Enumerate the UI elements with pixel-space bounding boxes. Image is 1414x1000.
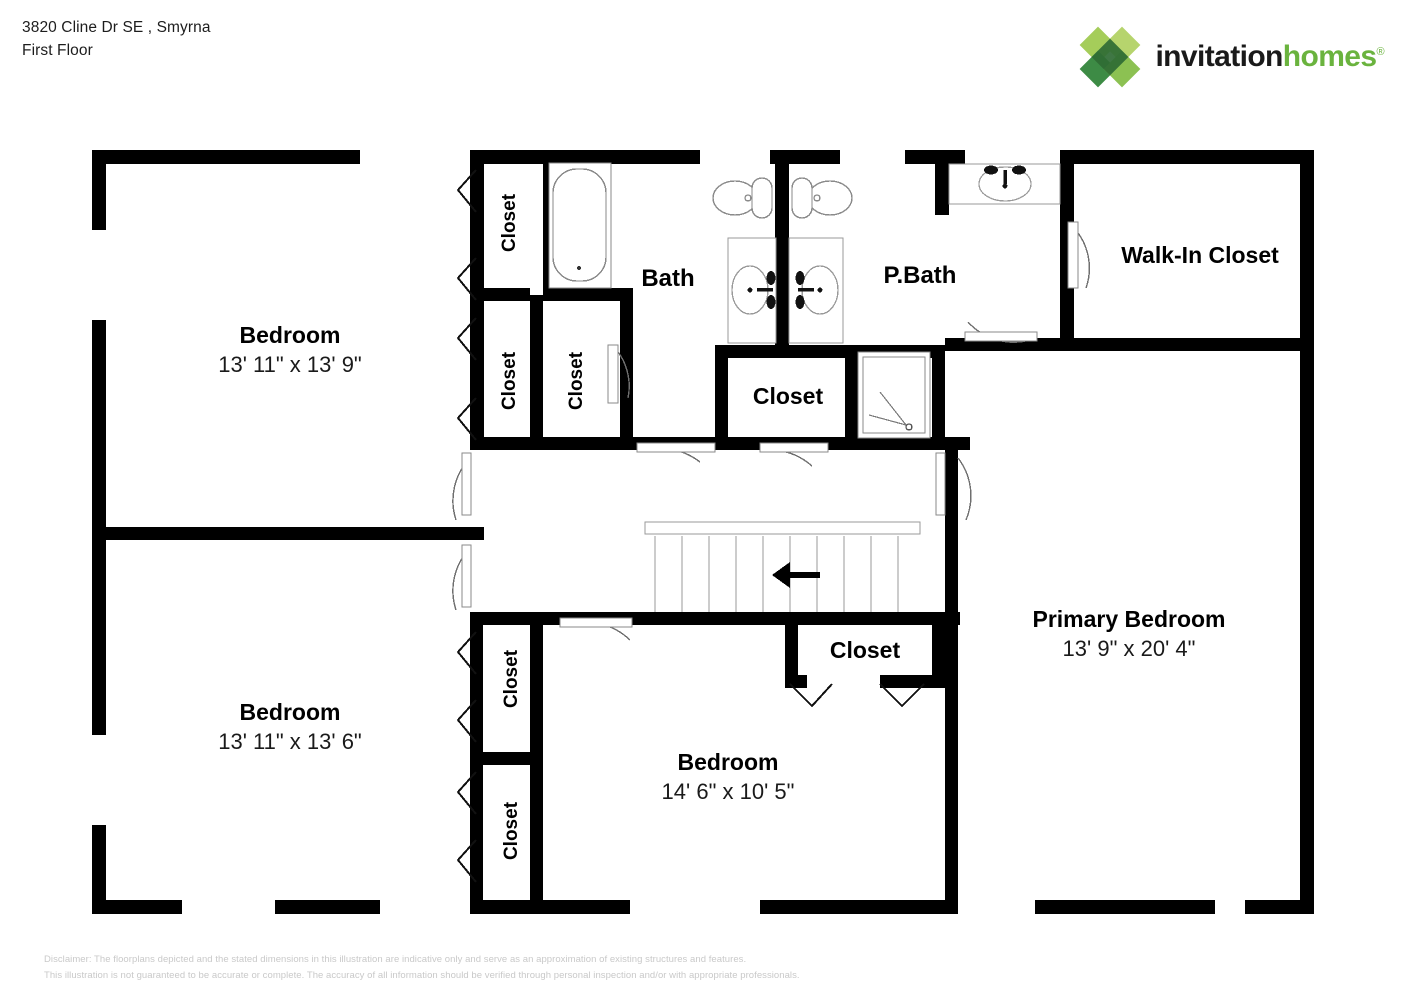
toilet-icon [712, 177, 773, 219]
toilet-icon [791, 177, 853, 219]
address-block: 3820 Cline Dr SE , Smyrna First Floor [22, 18, 211, 61]
brand-logo: invitationhomes® [1079, 26, 1385, 88]
brand-word-homes: homes [1282, 40, 1377, 73]
disclaimer-block: Disclaimer: The floorplans depicted and … [44, 952, 1144, 984]
property-address: 3820 Cline Dr SE , Smyrna [22, 19, 211, 36]
door-swings [452, 169, 1091, 883]
shower-stall-icon [857, 351, 931, 439]
bifold-door-icon [456, 169, 477, 883]
room-label-closet-bed2-b: Closet [501, 801, 522, 861]
disclaimer-line-2: This illustration is not guaranteed to b… [44, 970, 800, 981]
trademark-symbol: ® [1376, 46, 1384, 58]
room-label-walk-in-closet: Walk-In Closet [1121, 242, 1279, 268]
bathtub-icon [548, 162, 612, 289]
brand-wordmark: invitationhomes® [1155, 42, 1384, 72]
room-label-closet-bed1-b: Closet [499, 351, 520, 411]
page-header: 3820 Cline Dr SE , Smyrna First Floor in… [0, 0, 1414, 110]
room-label-primary-bedroom: Primary Bedroom 13' 9" x 20' 4" [1032, 606, 1226, 661]
room-label-closet-hall-lower: Closet [829, 637, 901, 663]
room-label-closet-bath: Closet [752, 383, 824, 409]
room-label-bath: Bath [641, 265, 695, 292]
interior-walls [92, 150, 1314, 914]
brand-word-invitation: invitation [1155, 40, 1283, 73]
room-label-bedroom-2: Bedroom 13' 11" x 13' 6" [218, 699, 362, 754]
room-label-bedroom-3: Bedroom 14' 6" x 10' 5" [661, 749, 795, 804]
room-label-closet-bed1-a: Closet [499, 193, 520, 253]
room-label-closet-tub-side: Closet [566, 351, 587, 411]
room-label-p-bath: P.Bath [883, 262, 957, 289]
staircase-icon [644, 521, 921, 612]
disclaimer-line-1: Disclaimer: The floorplans depicted and … [44, 954, 747, 965]
faucet-icon [747, 271, 823, 309]
room-label-closet-bed2-a: Closet [501, 649, 522, 709]
faucet-icon [984, 165, 1026, 189]
room-label-bedroom-1: Bedroom 13' 11" x 13' 9" [218, 322, 362, 377]
stair-direction-arrow-icon [772, 562, 820, 588]
invitation-homes-diamond-icon [1079, 26, 1141, 88]
floor-label: First Floor [22, 42, 93, 59]
bifold-door-icon [789, 683, 925, 708]
